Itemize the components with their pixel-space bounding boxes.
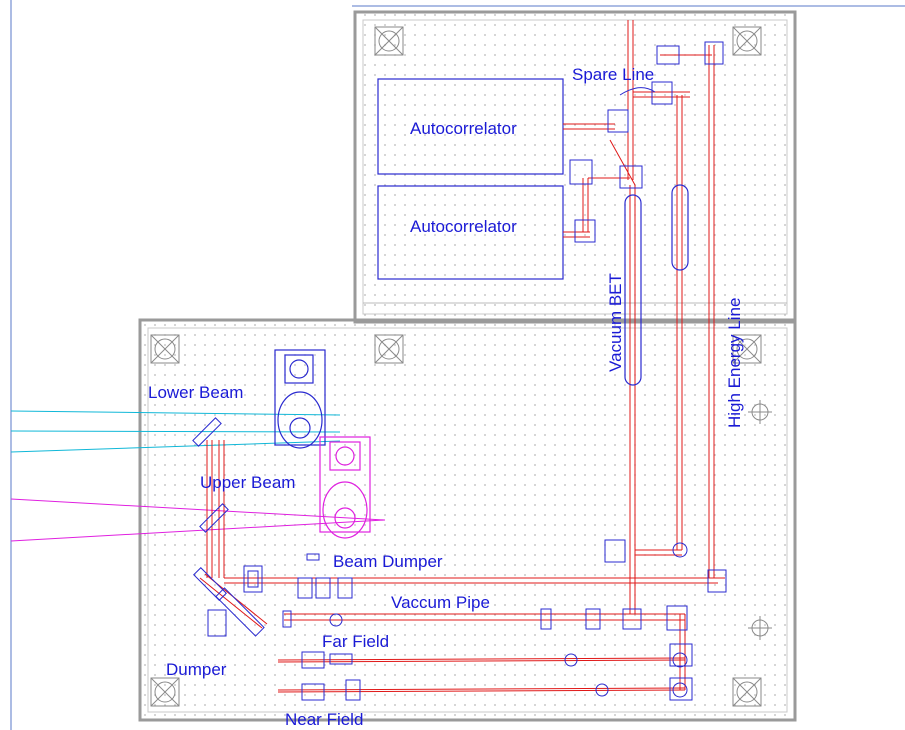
near-field-label: Near Field: [285, 710, 363, 729]
spare-line-pointer: [619, 87, 656, 96]
dumper-label: Dumper: [166, 660, 227, 679]
lower-beam-input-rays: [10, 410, 341, 453]
viewport-border: [10, 0, 905, 730]
upper-beam-input-rays: [10, 498, 386, 542]
beam-paths: [199, 20, 725, 693]
autocorrelator-box-top: [377, 78, 564, 175]
high-energy-line-label: High Energy Line: [725, 298, 744, 428]
autocorrelator-bottom-label: Autocorrelator: [410, 217, 517, 236]
upper-beam-label: Upper Beam: [200, 473, 295, 492]
table-leg-markers: [150, 26, 772, 707]
far-field-label: Far Field: [322, 632, 389, 651]
vaccum-pipe-label: Vaccum Pipe: [391, 593, 490, 612]
mirror-mounts: [192, 41, 727, 701]
spare-line-label: Spare Line: [572, 65, 654, 84]
upper-optical-table: [353, 10, 797, 324]
beam-dumper-label: Beam Dumper: [333, 552, 443, 571]
upper-beam-stage: [319, 436, 371, 539]
lower-beam-label: Lower Beam: [148, 383, 243, 402]
autocorrelator-top-label: Autocorrelator: [410, 119, 517, 138]
lower-optical-table: [138, 318, 797, 722]
vacuum-bet-label: Vacuum BET: [606, 273, 625, 372]
vacuum-tubes: [624, 184, 689, 386]
lower-beam-stage: [274, 349, 326, 449]
